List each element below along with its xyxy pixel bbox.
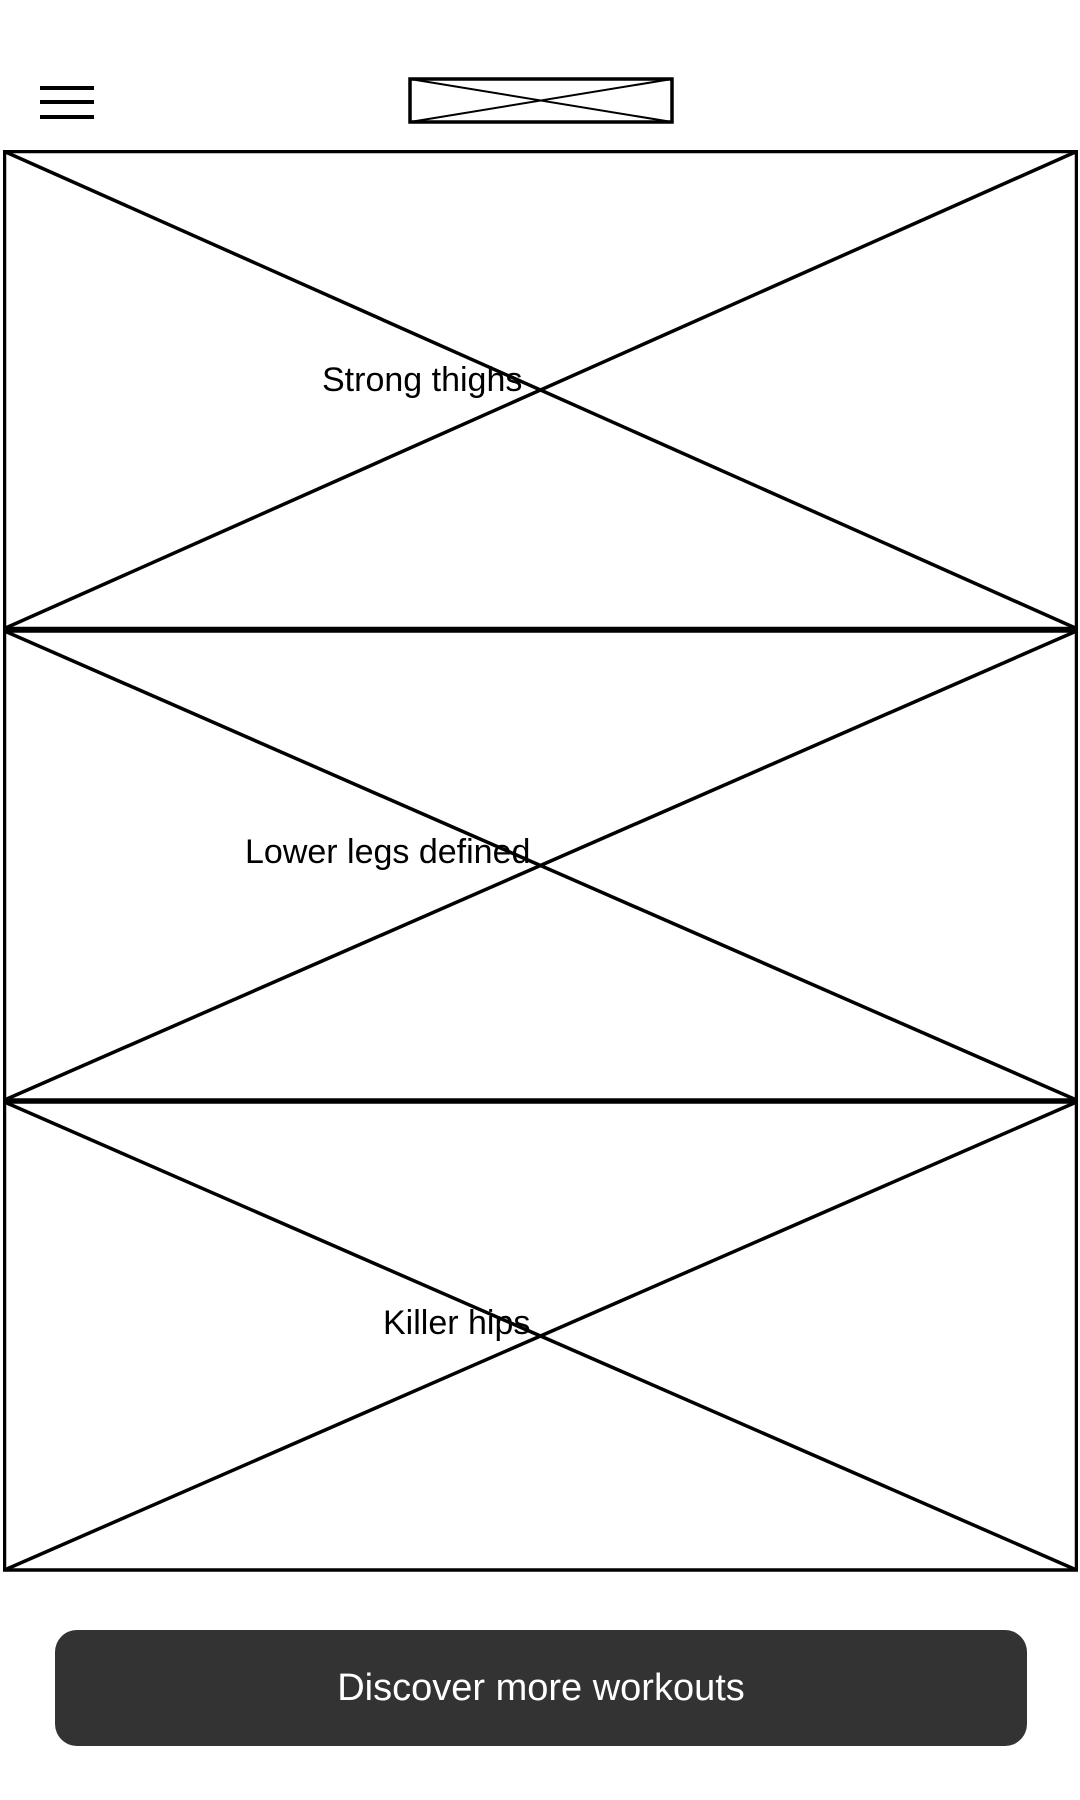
workout-image-placeholder	[3, 1100, 1078, 1572]
discover-more-workouts-button[interactable]: Discover more workouts	[55, 1630, 1027, 1746]
hamburger-menu-icon[interactable]	[40, 82, 96, 122]
workout-card-label: Strong thighs	[322, 361, 523, 399]
workout-card-lower-legs-defined[interactable]: Lower legs defined	[3, 629, 1078, 1102]
workout-card-killer-hips[interactable]: Killer hips	[3, 1100, 1078, 1572]
menu-icon-bar-middle	[40, 100, 94, 104]
workout-card-label: Lower legs defined	[245, 833, 531, 871]
workout-image-placeholder	[3, 629, 1078, 1102]
menu-icon-bar-bottom	[40, 115, 94, 119]
workout-image-placeholder	[3, 150, 1078, 630]
workout-card-label: Killer hips	[383, 1304, 531, 1342]
logo-image-placeholder	[408, 77, 674, 124]
menu-icon-bar-top	[40, 86, 94, 90]
workout-card-strong-thighs[interactable]: Strong thighs	[3, 150, 1078, 630]
